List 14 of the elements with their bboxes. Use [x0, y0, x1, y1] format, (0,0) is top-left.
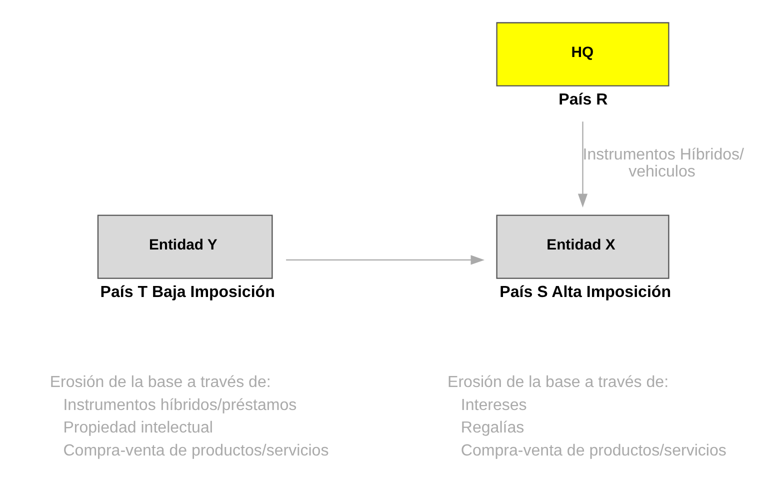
node-label: País R: [558, 90, 608, 108]
label: Compra-venta de productos/servicios: [460, 441, 726, 460]
label: Regalías: [460, 418, 524, 436]
arrow: [286, 254, 484, 264]
label: Erosión de la base a través de:: [447, 372, 668, 390]
node-label: País S Alta Imposición: [499, 282, 671, 300]
label: Instrumentos híbridos/préstamos: [62, 395, 296, 414]
edge-label: Instrumentos Híbridos/ vehiculos: [582, 144, 744, 180]
label: Erosión de la base a través de:: [49, 372, 270, 390]
label: Propiedad intelectual: [62, 418, 212, 436]
arrow: [577, 121, 588, 208]
node-label: País T Baja Imposición: [100, 282, 274, 300]
label: Compra-venta de productos/servicios: [62, 441, 328, 460]
label: Intereses: [460, 395, 526, 414]
